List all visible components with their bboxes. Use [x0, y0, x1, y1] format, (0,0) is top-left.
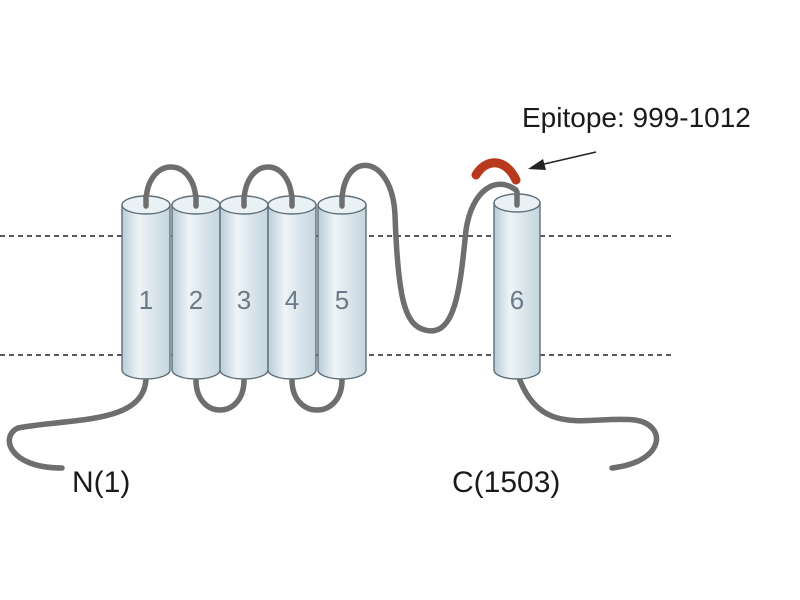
helix-6: 6: [493, 193, 541, 380]
epitope-arrowhead: [528, 159, 546, 170]
helix-number-5: 5: [335, 285, 349, 315]
c-terminus-label: C(1503): [452, 466, 560, 499]
helix-number-3: 3: [237, 285, 251, 315]
c-terminal-tail: [515, 372, 660, 471]
n-terminal-tail: [6, 375, 149, 471]
loop-3-4: [241, 164, 295, 206]
helix-4: 4: [267, 195, 317, 380]
helix-number-1: 1: [139, 285, 153, 315]
helix-5: 5: [317, 195, 367, 380]
helix-number-2: 2: [189, 285, 203, 315]
epitope-segment: [471, 158, 521, 185]
helix-2: 2: [171, 195, 221, 380]
loop-4-5: [289, 377, 345, 413]
epitope-arrow-line: [539, 151, 597, 166]
helix-number-4: 4: [285, 285, 299, 315]
loop-5-6: [339, 162, 519, 334]
epitope-label: Epitope: 999-1012: [522, 102, 751, 133]
loop-2-3: [193, 377, 247, 413]
helix-1: 1: [121, 195, 171, 380]
helix-3: 3: [219, 195, 269, 380]
n-terminus-label: N(1): [72, 466, 130, 499]
helix-number-6: 6: [510, 285, 524, 315]
loop-1-2: [143, 164, 199, 206]
